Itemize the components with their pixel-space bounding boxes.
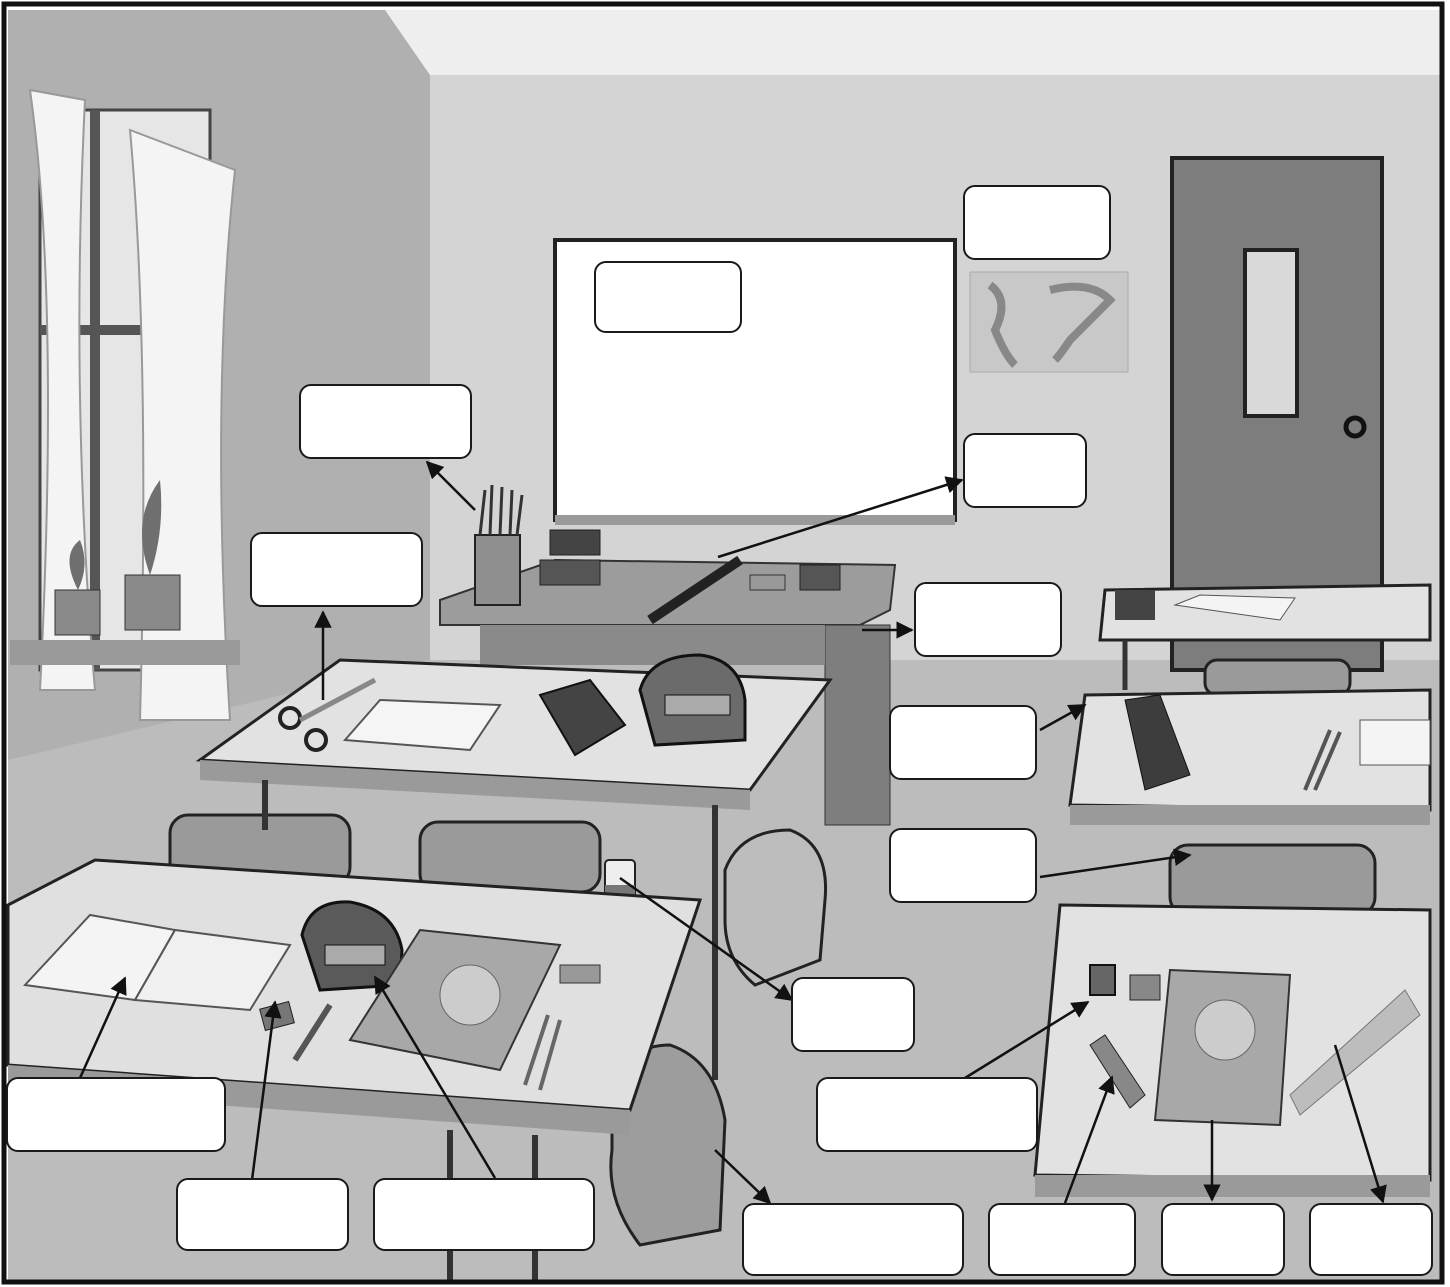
- teacher-desk-answer-input[interactable]: [921, 594, 1055, 646]
- ruler-answer-input[interactable]: [1315, 1214, 1427, 1264]
- map-answer-input[interactable]: [970, 197, 1104, 249]
- schoolbag-answer-input[interactable]: [753, 1214, 953, 1264]
- chair-label[interactable]: [889, 828, 1037, 903]
- glue-stick-label[interactable]: [791, 977, 915, 1052]
- whiteboard-answer-input[interactable]: [601, 272, 735, 322]
- desk-label[interactable]: [889, 705, 1037, 780]
- glue-stick-answer-input[interactable]: [797, 989, 909, 1041]
- book-label[interactable]: [1161, 1203, 1285, 1276]
- scissors-label[interactable]: [250, 532, 423, 607]
- world-map-poster: [970, 272, 1128, 372]
- chair-answer-input[interactable]: [896, 840, 1030, 892]
- marker-answer-input[interactable]: [969, 445, 1081, 497]
- map-label[interactable]: [963, 185, 1111, 260]
- eraser-label[interactable]: [176, 1178, 349, 1251]
- schoolbag-label[interactable]: [742, 1203, 964, 1276]
- scissors-answer-input[interactable]: [258, 544, 414, 596]
- eraser-answer-input[interactable]: [184, 1189, 340, 1239]
- desk-answer-input[interactable]: [896, 717, 1030, 769]
- pencil-cup-label[interactable]: [299, 384, 472, 459]
- ruler-label[interactable]: [1309, 1203, 1433, 1276]
- pencil-case-label[interactable]: [373, 1178, 595, 1251]
- teacher-desk-label[interactable]: [914, 582, 1062, 657]
- pencil-case-answer-input[interactable]: [384, 1189, 584, 1239]
- crayon-label[interactable]: [988, 1203, 1136, 1276]
- whiteboard-label[interactable]: [594, 261, 742, 333]
- sharpener-label[interactable]: [816, 1077, 1038, 1152]
- sharpener-answer-input[interactable]: [827, 1089, 1027, 1141]
- marker-label[interactable]: [963, 433, 1087, 508]
- notebook-answer-input[interactable]: [17, 1089, 215, 1141]
- crayon-answer-input[interactable]: [995, 1214, 1129, 1264]
- book-answer-input[interactable]: [1167, 1214, 1279, 1264]
- pencil-cup-answer-input[interactable]: [307, 396, 463, 448]
- window: [10, 90, 240, 720]
- notebook-label[interactable]: [6, 1077, 226, 1152]
